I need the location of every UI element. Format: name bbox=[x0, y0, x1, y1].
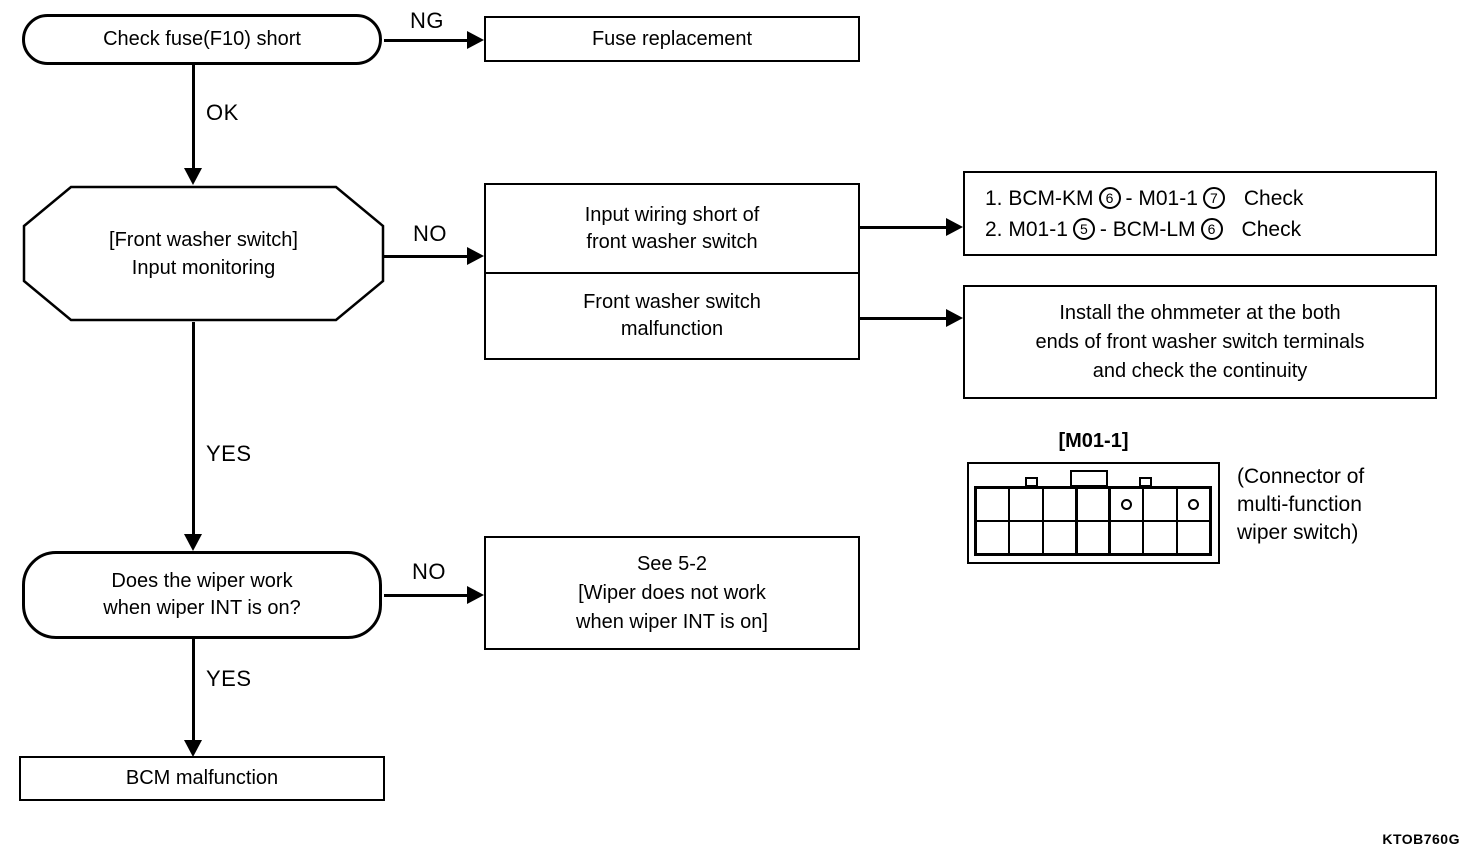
bcm-malfunction-label: BCM malfunction bbox=[125, 767, 279, 789]
connector-caption-line1: (Connector of bbox=[1237, 465, 1365, 488]
edge-yes-monitoring-line bbox=[192, 322, 195, 536]
edge-ng-arrowhead bbox=[467, 31, 484, 49]
check1-tail: Check bbox=[1243, 186, 1304, 210]
washer-malfunction-line2: malfunction bbox=[620, 317, 724, 340]
edge-label-yes-wiper: YES bbox=[206, 666, 252, 691]
wiper-question-line2: when wiper INT is on? bbox=[103, 597, 301, 619]
pin-cell bbox=[1076, 521, 1110, 554]
check1-mid: - M01-1 bbox=[1125, 186, 1198, 210]
edge-ok-line bbox=[192, 64, 195, 168]
check2-tail: Check bbox=[1241, 217, 1302, 241]
edge-yes-wiper-line bbox=[192, 639, 195, 742]
node-see-5-2: See 5-2 [Wiper does not work when wiper … bbox=[484, 536, 860, 650]
check2-pin2-circled: 6 bbox=[1200, 218, 1223, 240]
node-input-wiring-short: Input wiring short of front washer switc… bbox=[486, 185, 858, 274]
edge-wiring-check-arrowhead bbox=[946, 218, 963, 236]
node-fuse-replacement-label: Fuse replacement bbox=[591, 27, 753, 50]
see52-line2: [Wiper does not work bbox=[578, 581, 766, 604]
input-wiring-line1: Input wiring short of bbox=[584, 203, 760, 226]
pin-cell bbox=[1109, 521, 1144, 554]
edge-ok-arrowhead bbox=[184, 168, 202, 185]
pin-hole-icon bbox=[1120, 499, 1132, 510]
pin-cell bbox=[1143, 488, 1177, 521]
connector-caption-line3: wiper switch) bbox=[1237, 521, 1359, 544]
edge-label-ok: OK bbox=[206, 100, 239, 125]
pin-cell bbox=[1042, 521, 1077, 554]
check2-pin1-circled: 5 bbox=[1072, 218, 1095, 240]
connector-diagram bbox=[967, 462, 1220, 564]
pin-hole-icon bbox=[1187, 499, 1199, 510]
edge-ng-line bbox=[384, 39, 470, 42]
input-wiring-line2: front washer switch bbox=[586, 230, 758, 253]
ohmmeter-line2: ends of front washer switch terminals bbox=[1035, 330, 1365, 353]
ohmmeter-line1: Install the ohmmeter at the both bbox=[1059, 301, 1341, 324]
pin-cell bbox=[1143, 521, 1177, 554]
check2-mid: - BCM-LM bbox=[1099, 217, 1196, 241]
monitoring-line2: Input monitoring bbox=[131, 256, 276, 279]
node-check-fuse: Check fuse(F10) short bbox=[22, 14, 382, 65]
pin-cell bbox=[1042, 488, 1077, 521]
pin-cell bbox=[1009, 521, 1043, 554]
node-causes-box: Input wiring short of front washer switc… bbox=[484, 183, 860, 360]
octagon-outline bbox=[22, 185, 385, 322]
check1-lead: 1. BCM-KM bbox=[985, 186, 1094, 210]
edge-label-ng: NG bbox=[410, 8, 444, 33]
pin-cell bbox=[976, 521, 1010, 554]
edge-label-yes-monitoring: YES bbox=[206, 441, 252, 466]
check2-lead: 2. M01-1 bbox=[985, 217, 1068, 241]
edge-no-wiper-arrowhead bbox=[467, 586, 484, 604]
edge-yes-wiper-arrowhead bbox=[184, 740, 202, 757]
wiper-question-line1: Does the wiper work bbox=[111, 570, 293, 592]
see52-line1: See 5-2 bbox=[636, 552, 708, 575]
node-check-fuse-label: Check fuse(F10) short bbox=[103, 28, 301, 50]
edge-no-wiper-line bbox=[384, 594, 470, 597]
edge-label-no-wiper: NO bbox=[412, 559, 446, 584]
edge-label-no-monitoring: NO bbox=[413, 221, 447, 246]
node-front-washer-malfunction: Front washer switch malfunction bbox=[486, 274, 858, 357]
pin-cell bbox=[1176, 488, 1210, 521]
washer-malfunction-line1: Front washer switch bbox=[583, 290, 761, 313]
connector-title: [M01-1] bbox=[1058, 430, 1129, 452]
pin-cell bbox=[976, 488, 1010, 521]
monitoring-line1: [Front washer switch] bbox=[109, 228, 298, 251]
connector-caption: (Connector of multi-function wiper switc… bbox=[1237, 463, 1364, 547]
pin-cell bbox=[1076, 488, 1110, 521]
pin-cell bbox=[1109, 488, 1144, 521]
node-wiper-int-question: Does the wiper work when wiper INT is on… bbox=[22, 551, 382, 639]
node-front-washer-monitoring: [Front washer switch] Input monitoring bbox=[22, 185, 385, 322]
node-bcm-malfunction: BCM malfunction bbox=[19, 756, 385, 801]
edge-no-monitoring-arrowhead bbox=[467, 247, 484, 265]
edge-yes-monitoring-arrowhead bbox=[184, 534, 202, 551]
edge-no-monitoring-line bbox=[384, 255, 470, 258]
pin-cell bbox=[1009, 488, 1043, 521]
edge-ohmmeter-line bbox=[858, 317, 950, 320]
connector-key-tab-large bbox=[1070, 470, 1108, 487]
check1-pin1-circled: 6 bbox=[1098, 187, 1121, 209]
connector-caption-line2: multi-function bbox=[1237, 493, 1362, 516]
figure-code: KTOB760G bbox=[1382, 831, 1460, 847]
ohmmeter-line3: and check the continuity bbox=[1092, 359, 1308, 382]
edge-ohmmeter-arrowhead bbox=[946, 309, 963, 327]
pin-cell bbox=[1176, 521, 1210, 554]
node-fuse-replacement: Fuse replacement bbox=[484, 16, 860, 62]
edge-wiring-check-line bbox=[858, 226, 950, 229]
connector-pin-grid bbox=[974, 486, 1212, 556]
node-ohmmeter-check: Install the ohmmeter at the both ends of… bbox=[963, 285, 1437, 399]
see52-line3: when wiper INT is on] bbox=[576, 610, 768, 633]
check1-pin2-circled: 7 bbox=[1202, 187, 1225, 209]
